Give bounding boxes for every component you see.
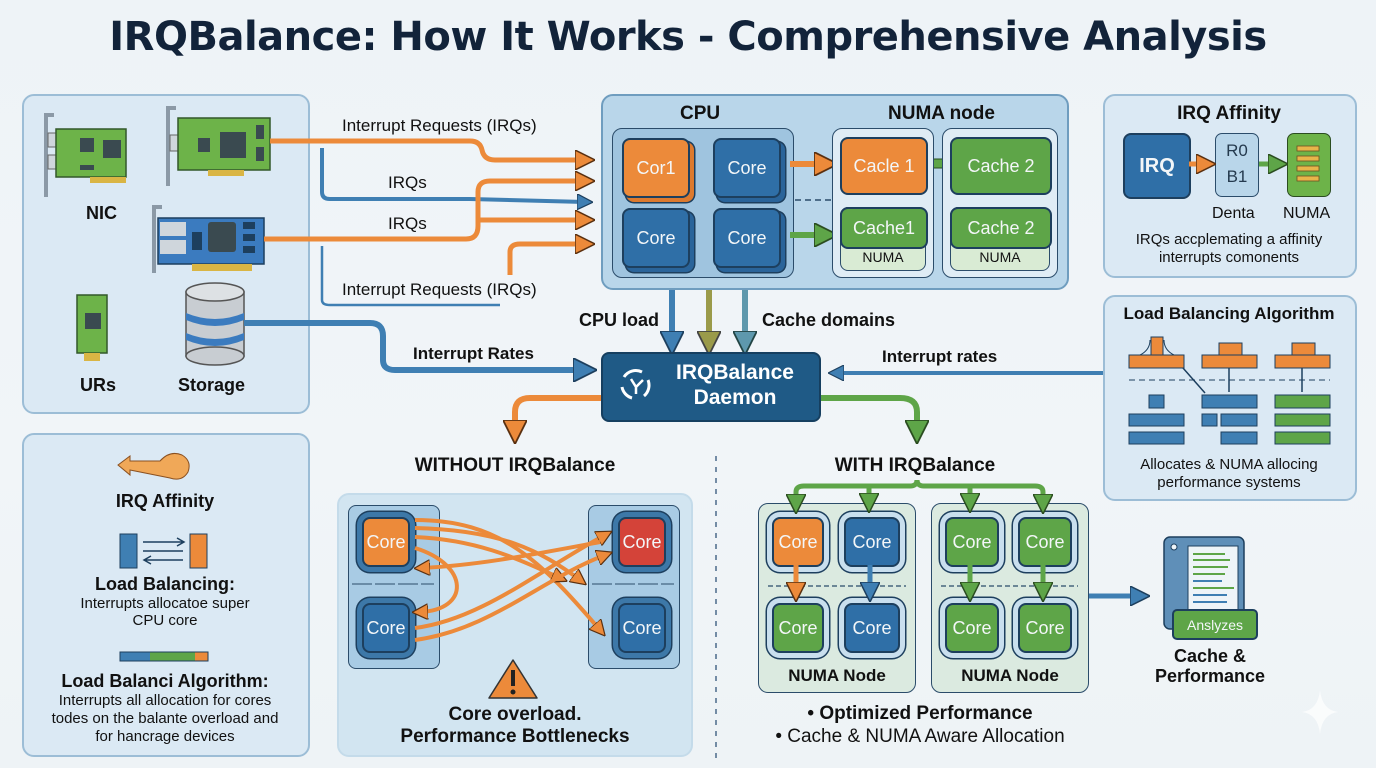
nic-card-icon xyxy=(166,106,271,186)
with-title: WITH IRQBalance xyxy=(834,455,996,476)
core: Core xyxy=(945,603,999,653)
numa-label: NUMA xyxy=(979,249,1021,265)
without-title: WITHOUT IRQBalance xyxy=(414,455,616,476)
numa-node-label: NUMA Node xyxy=(961,666,1059,685)
cache-block: Cache 2 xyxy=(950,207,1052,249)
interrupt-rates-label: Interrupt Rates xyxy=(413,344,534,363)
page-title: IRQBalance: How It Works - Comprehensive… xyxy=(109,14,1267,60)
nic-label: NIC xyxy=(86,203,117,223)
daemon-title: IRQBalance xyxy=(676,361,794,384)
core: Core xyxy=(618,603,666,653)
chip-board-icon xyxy=(76,294,108,361)
legend-load-balancing-desc: CPU core xyxy=(132,612,198,629)
core: Core xyxy=(362,603,410,653)
affinity-desc: interrupts comonents xyxy=(1158,249,1300,266)
denta-label: Denta xyxy=(1212,205,1255,222)
legend-panel xyxy=(22,433,310,757)
with-arrow xyxy=(819,395,917,432)
analyzes-label: Cache & xyxy=(1173,646,1247,666)
irq-arrow xyxy=(320,246,500,307)
legend-algorithm-desc: Interrupts all allocation for cores xyxy=(58,692,272,709)
irq-arrow xyxy=(507,244,585,275)
core: Core xyxy=(772,603,824,653)
storage-label: Storage xyxy=(178,375,246,395)
with-bullet: • Optimized Performance xyxy=(807,703,1033,724)
legend-load-balancing-desc: Interrupts allocatoe super xyxy=(80,595,250,612)
numa-node-label: NUMA Node xyxy=(788,666,886,685)
irq-arrow xyxy=(320,148,585,202)
warning-line: Performance Bottlenecks xyxy=(400,726,630,747)
legend-algorithm-desc: todes on the balante overload and xyxy=(51,710,279,727)
cache-block: Cache1 xyxy=(840,207,928,249)
core: Core xyxy=(844,603,900,653)
numa-memory-icon xyxy=(1287,133,1331,197)
numa-node-title: NUMA node xyxy=(888,103,995,124)
with-bullet: • Cache & NUMA Aware Allocation xyxy=(775,726,1065,747)
cpu-core: Core xyxy=(622,208,690,268)
hand-pointer-icon xyxy=(117,453,190,480)
analyzes-label: Performance xyxy=(1154,666,1266,686)
load-balancing-icon xyxy=(119,533,208,569)
legend-irq-affinity: IRQ Affinity xyxy=(115,491,215,511)
lb-algorithm-desc: Allocates & NUMA allocing xyxy=(1140,456,1318,473)
irq-arrow xyxy=(264,181,585,242)
interrupt-rates-right-label: Interrupt rates xyxy=(882,347,998,366)
core: Core xyxy=(844,517,900,567)
lb-algorithm-desc: performance systems xyxy=(1157,474,1301,491)
lb-algorithm-title: Load Balancing Algorithm xyxy=(1123,304,1335,323)
network-card-icon xyxy=(152,205,265,273)
legend-load-balancing-title: Load Balancing: xyxy=(94,574,235,594)
numa-label: NUMA xyxy=(862,249,904,265)
irq-affinity-title: IRQ Affinity xyxy=(1177,103,1281,124)
cpu-core: Core xyxy=(713,208,781,268)
without-arrow xyxy=(515,395,602,432)
analyzes-badge: Anslyzes xyxy=(1172,609,1258,640)
daemon-subtitle: Daemon xyxy=(693,386,777,409)
core: Core xyxy=(1018,517,1072,567)
nic-card-icon xyxy=(44,113,127,197)
cpu-load-label: CPU load xyxy=(579,310,660,330)
register-line: B1 xyxy=(1226,167,1248,186)
load-bar-icon xyxy=(119,651,209,662)
core: Core xyxy=(945,517,999,567)
storage-database-icon xyxy=(185,282,245,366)
warning-icon xyxy=(488,659,538,699)
irq-flow-label: IRQs xyxy=(388,173,427,192)
urs-label: URs xyxy=(80,375,117,395)
numa-label: NUMA xyxy=(1283,205,1331,222)
irq-flow-label: Interrupt Requests (IRQs) xyxy=(342,280,537,299)
core: Core xyxy=(362,517,410,567)
cpu-title: CPU xyxy=(680,103,721,124)
legend-algorithm-desc: for hancrage devices xyxy=(95,728,235,745)
interrupt-rates-arrow xyxy=(244,320,585,370)
register-box xyxy=(1215,133,1259,197)
cache-domains-label: Cache domains xyxy=(762,310,896,330)
irq-flow-label: IRQs xyxy=(388,214,427,233)
irq-flow-label: Interrupt Requests (IRQs) xyxy=(342,116,537,135)
cpu-core: Core xyxy=(713,138,781,198)
irq-arrow xyxy=(270,138,585,160)
overloaded-core: Core xyxy=(618,517,666,567)
legend-algorithm-title: Load Balanci Algorithm: xyxy=(61,671,269,691)
register-line: R0 xyxy=(1226,141,1248,160)
affinity-desc: IRQs accplemating a affinity xyxy=(1135,231,1323,248)
core: Core xyxy=(1018,603,1072,653)
cache-block: Cacle 1 xyxy=(840,137,928,195)
cpu-core: Cor1 xyxy=(622,138,690,198)
cache-block: Cache 2 xyxy=(950,137,1052,195)
warning-line: Core overload. xyxy=(448,704,582,725)
